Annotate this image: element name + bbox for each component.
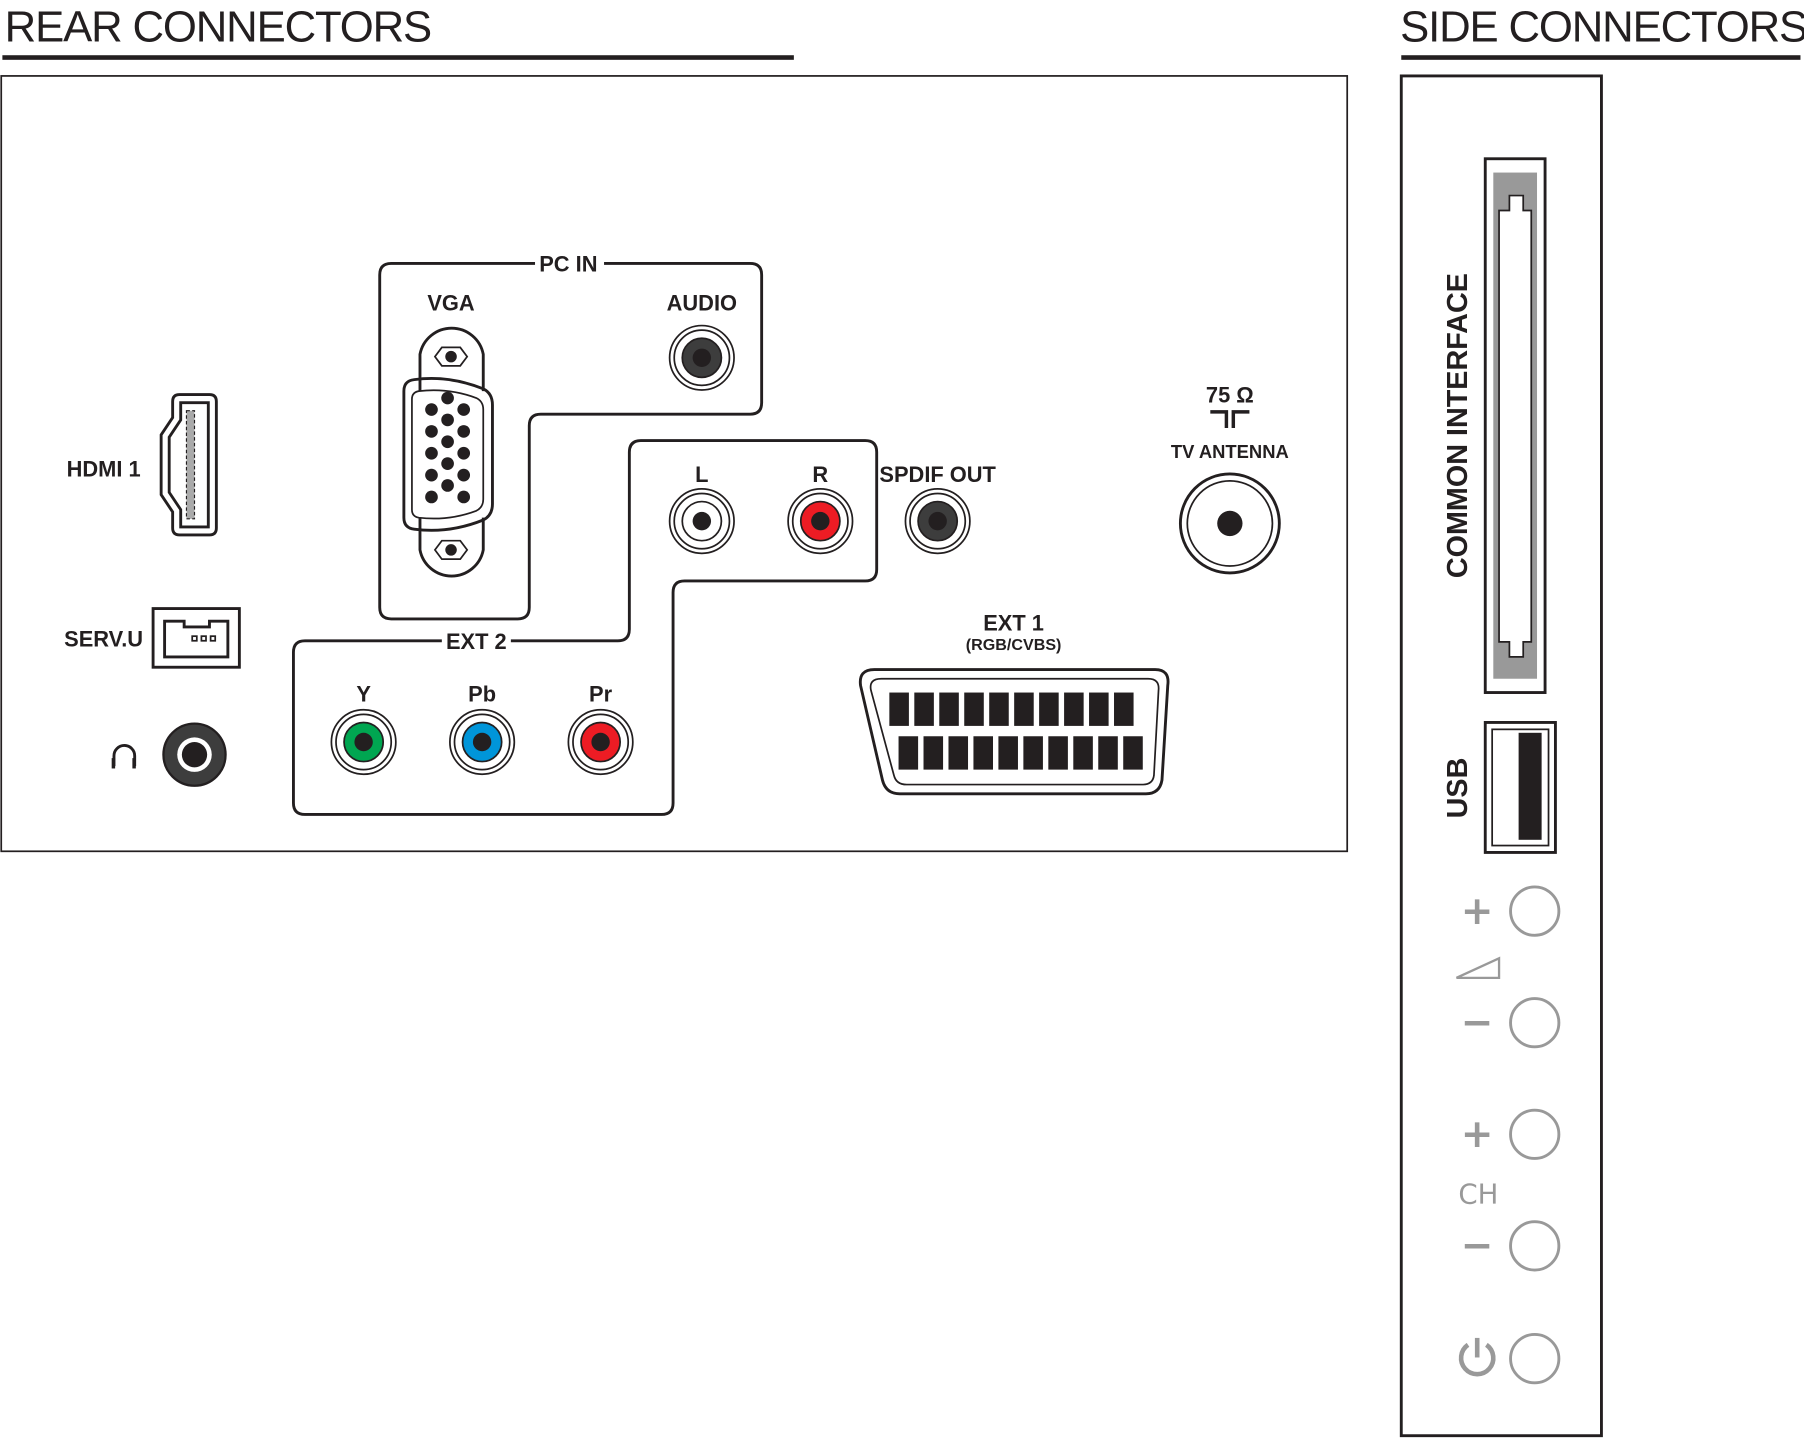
channel-down-button[interactable] — [1509, 1220, 1561, 1272]
scart-pin — [1048, 736, 1068, 770]
vga-port-icon[interactable] — [402, 326, 494, 578]
pc-audio-jack[interactable] — [668, 324, 735, 391]
vga-pin — [441, 413, 454, 427]
scart-pin — [1123, 736, 1143, 770]
scart-pin — [923, 736, 944, 770]
rear-panel — [0, 75, 1349, 853]
ext2-label: EXT 2 — [446, 629, 507, 654]
spdif-out-label: SPDIF OUT — [879, 462, 996, 487]
vga-pin — [441, 479, 454, 492]
vga-pin — [457, 468, 471, 482]
ext1-label: EXT 1 — [983, 610, 1044, 635]
side-panel — [1399, 74, 1603, 1438]
scart-pin — [898, 736, 919, 770]
vga-pin — [425, 403, 438, 416]
antenna-impedance: 75 Ω — [1206, 383, 1254, 408]
scart-pin — [1023, 736, 1043, 770]
vga-pin — [425, 446, 438, 460]
pc-in-group-outline — [378, 262, 764, 621]
scart-pin — [1039, 692, 1059, 726]
service-port-icon[interactable] — [151, 607, 241, 669]
scart-pin — [1114, 692, 1134, 726]
vga-pin — [457, 403, 471, 416]
pr-jack[interactable] — [567, 708, 634, 776]
vga-pin — [441, 457, 454, 470]
scart-pin — [1089, 692, 1109, 726]
rear-connectors-title: REAR CONNECTORS — [5, 2, 431, 51]
hdmi-port-icon[interactable] — [159, 393, 218, 537]
vga-label: VGA — [427, 291, 475, 316]
pc-audio-label: AUDIO — [667, 291, 737, 316]
scart-pin — [1073, 736, 1093, 770]
antenna-port[interactable] — [1178, 472, 1281, 575]
y-label: Y — [356, 682, 371, 707]
usb-port-icon[interactable] — [1483, 721, 1557, 854]
scart-pin — [1098, 736, 1118, 770]
scart-port-icon[interactable] — [858, 668, 1170, 796]
scart-pin — [973, 736, 993, 770]
scart-pin — [948, 736, 969, 770]
vga-pin — [441, 435, 454, 449]
side-title-underline — [1401, 55, 1801, 60]
pb-jack[interactable] — [449, 708, 516, 776]
scart-pin — [1014, 692, 1034, 726]
audio-left-label: L — [695, 462, 708, 487]
vga-pin — [441, 391, 454, 405]
ext1-sublabel: (RGB/CVBS) — [966, 636, 1062, 654]
audio-left-jack[interactable] — [668, 488, 735, 555]
vga-pin — [425, 468, 438, 482]
scart-pin — [964, 692, 984, 726]
side-connectors-title: SIDE CONNECTORS — [1400, 2, 1804, 51]
vga-pin — [457, 425, 471, 438]
tv-antenna-label: TV ANTENNA — [1171, 441, 1289, 462]
usb-label: USB — [1442, 758, 1474, 819]
serv-u-label: SERV.U — [64, 627, 143, 652]
pr-label: Pr — [589, 682, 613, 707]
y-jack[interactable] — [330, 708, 397, 776]
scart-pin — [998, 736, 1018, 770]
volume-down-button[interactable] — [1509, 997, 1561, 1049]
pc-in-label: PC IN — [539, 251, 597, 276]
volume-plus-label: + — [1461, 889, 1494, 934]
power-button[interactable] — [1509, 1333, 1561, 1385]
audio-right-jack[interactable] — [787, 488, 854, 555]
ci-slot-icon[interactable] — [1483, 157, 1547, 694]
vga-pin — [425, 425, 438, 438]
headphone-jack[interactable] — [162, 722, 227, 787]
scart-pin — [1064, 692, 1084, 726]
volume-up-button[interactable] — [1509, 885, 1561, 937]
headphone-icon — [111, 744, 137, 769]
scart-pin — [889, 692, 909, 726]
power-icon — [1458, 1342, 1496, 1377]
scart-pin — [989, 692, 1009, 726]
spdif-out-jack[interactable] — [904, 488, 971, 555]
vga-pin — [457, 490, 471, 504]
channel-minus-label: − — [1461, 1224, 1494, 1269]
scart-pin — [939, 692, 959, 726]
audio-right-label: R — [812, 462, 828, 487]
scart-pin — [914, 692, 934, 726]
antenna-icon — [1210, 410, 1250, 428]
hdmi-label: HDMI 1 — [67, 456, 141, 481]
channel-plus-label: + — [1461, 1112, 1494, 1157]
vga-pin — [425, 490, 438, 504]
volume-icon — [1456, 956, 1501, 979]
volume-minus-label: − — [1461, 1000, 1494, 1045]
common-interface-label: COMMON INTERFACE — [1442, 273, 1474, 578]
channel-up-button[interactable] — [1509, 1108, 1561, 1160]
pb-label: Pb — [468, 682, 496, 707]
ext2-group-outline — [292, 439, 879, 816]
rear-title-underline — [2, 55, 794, 60]
vga-pin — [457, 446, 471, 460]
channel-label: CH — [1458, 1177, 1498, 1210]
